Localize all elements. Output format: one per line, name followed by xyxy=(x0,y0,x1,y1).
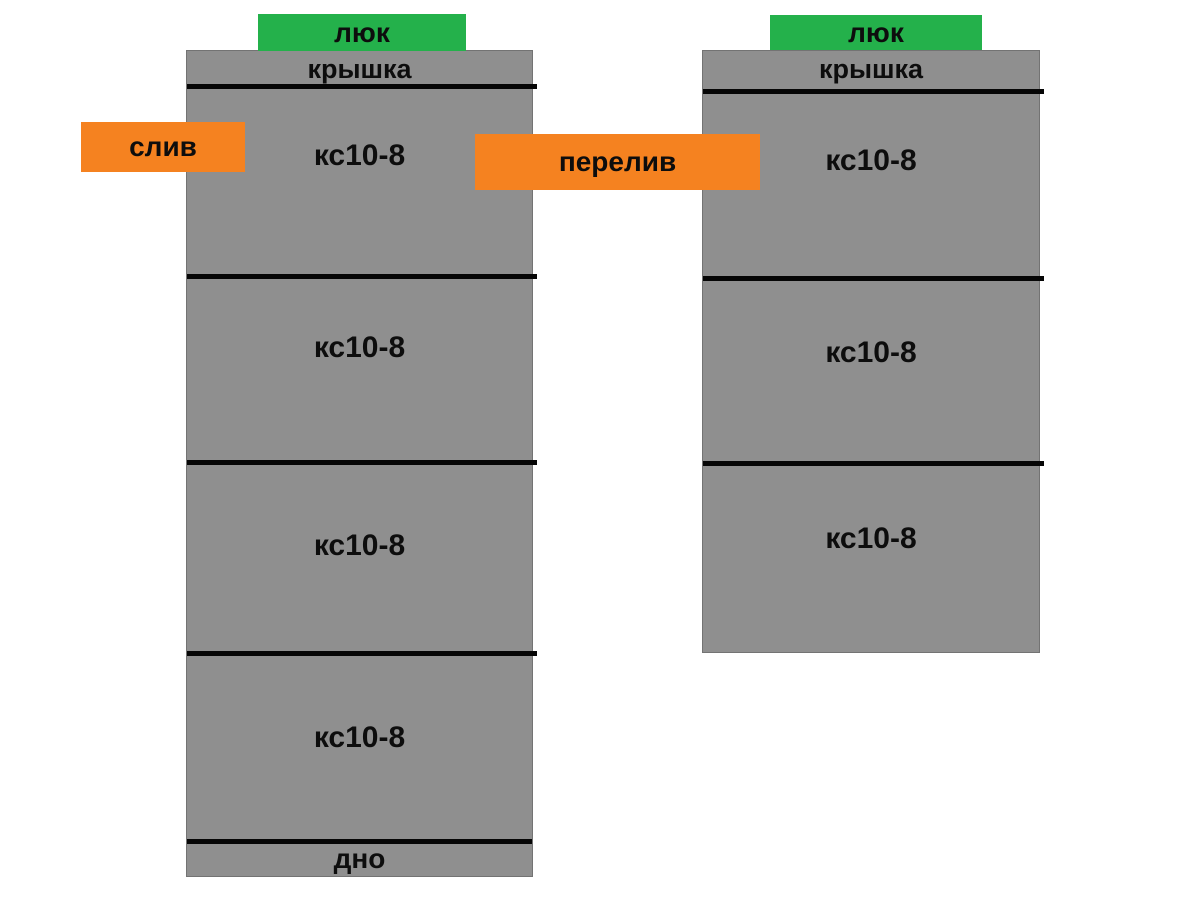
ring-label: кс10-8 xyxy=(825,144,917,177)
left-cover-label: крышка xyxy=(307,54,412,84)
ring-label: кс10-8 xyxy=(313,331,406,364)
ring-label: кс10-8 xyxy=(313,721,406,754)
joint-line xyxy=(187,274,537,279)
overflow-pipe-label: перелив xyxy=(558,146,677,177)
joint-line xyxy=(187,84,537,89)
ring-label: кс10-8 xyxy=(313,529,406,562)
right-hatch-label: люк xyxy=(848,16,904,48)
ring-label: кс10-8 xyxy=(825,522,917,555)
left-hatch-label: люк xyxy=(334,16,390,48)
joint-line xyxy=(703,89,1044,94)
drain-pipe-label: слив xyxy=(129,131,197,162)
joint-line xyxy=(703,461,1044,466)
bottom-label: дно xyxy=(333,843,386,874)
overflow-pipe-badge: перелив xyxy=(475,134,760,190)
joint-line xyxy=(187,839,532,844)
right-cover-label: крышка xyxy=(818,54,924,84)
joint-line xyxy=(187,460,537,465)
left-hatch-badge: люк xyxy=(258,14,466,51)
joint-line xyxy=(187,651,537,656)
drain-pipe-badge: слив xyxy=(81,122,245,172)
joint-line xyxy=(703,276,1044,281)
ring-label: кс10-8 xyxy=(825,336,917,369)
right-hatch-badge: люк xyxy=(770,15,982,50)
ring-label: кс10-8 xyxy=(313,139,406,172)
